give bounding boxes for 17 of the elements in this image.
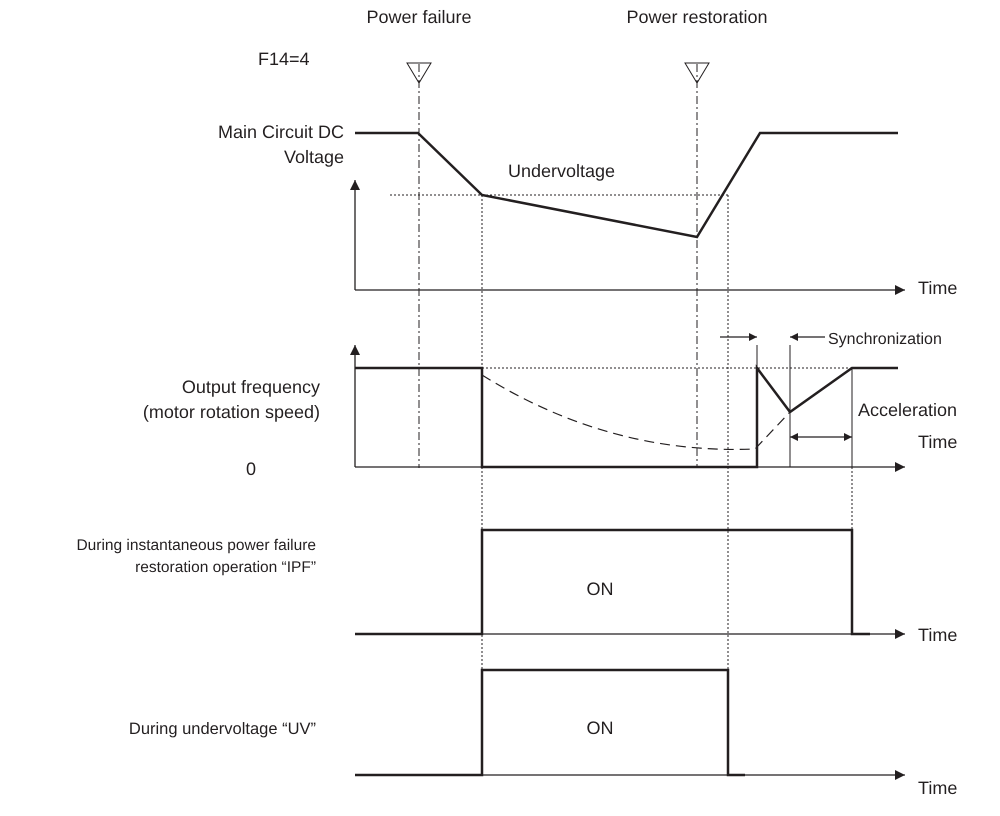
signal-label: During undervoltage “UV”: [128, 719, 316, 740]
event-label: Power failure: [366, 6, 472, 29]
dimension-label: Acceleration: [858, 399, 958, 422]
state-label: ON: [586, 717, 614, 740]
dimension-label: Synchronization: [828, 330, 942, 350]
axis-label: Time: [918, 624, 958, 647]
signal-label: During instantaneous power failure restoration operation “IPF”: [75, 536, 316, 578]
axis-label: Time: [918, 431, 958, 454]
axis-label: Main Circuit DC Voltage: [216, 121, 344, 170]
event-label: Power restoration: [626, 6, 768, 29]
state-label: ON: [586, 578, 614, 601]
axis-label: Output frequency (motor rotation speed): [142, 376, 320, 424]
axis-label: Time: [918, 277, 958, 300]
axis-label: Time: [918, 777, 958, 800]
origin-label: 0: [246, 458, 256, 481]
level-label: Undervoltage: [508, 160, 616, 183]
parameter-label: F14=4: [258, 48, 310, 71]
